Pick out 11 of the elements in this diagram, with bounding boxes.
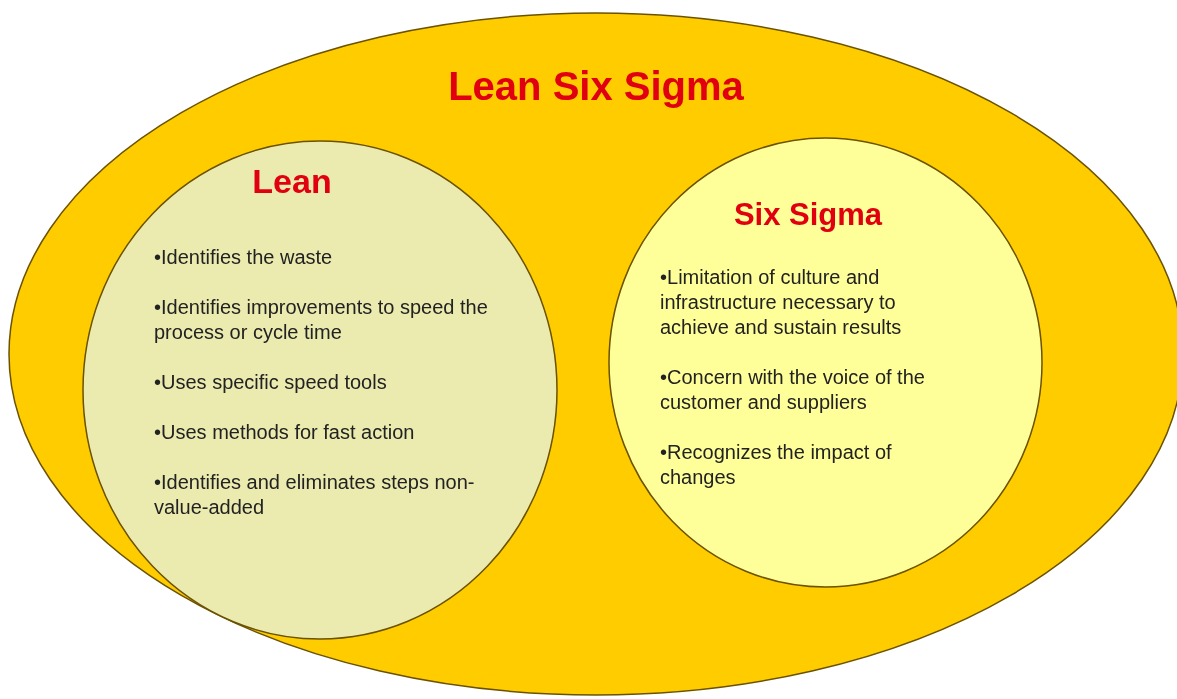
bullet-text: •Uses specific speed tools — [154, 370, 388, 395]
bullet-text: •Recognizes the impact of changes — [660, 440, 893, 490]
bullet-text: •Identifies improvements to speed the process or cycle time — [154, 295, 489, 345]
bullet-text: •Concern with the voice of the customer and suppliers — [660, 365, 926, 415]
bullet-text: •Limitation of culture and infrastructure necessary to achieve and sustain results — [660, 265, 903, 340]
bullet-text: •Identifies the waste — [154, 245, 334, 270]
bullet-text: •Uses methods for fast action — [154, 420, 416, 445]
heading: Six Sigma — [732, 197, 884, 233]
bullet-text: •Identifies and eliminates steps non-value-added — [154, 470, 476, 520]
heading: Lean — [251, 162, 333, 201]
heading: Lean Six Sigma — [447, 64, 745, 109]
